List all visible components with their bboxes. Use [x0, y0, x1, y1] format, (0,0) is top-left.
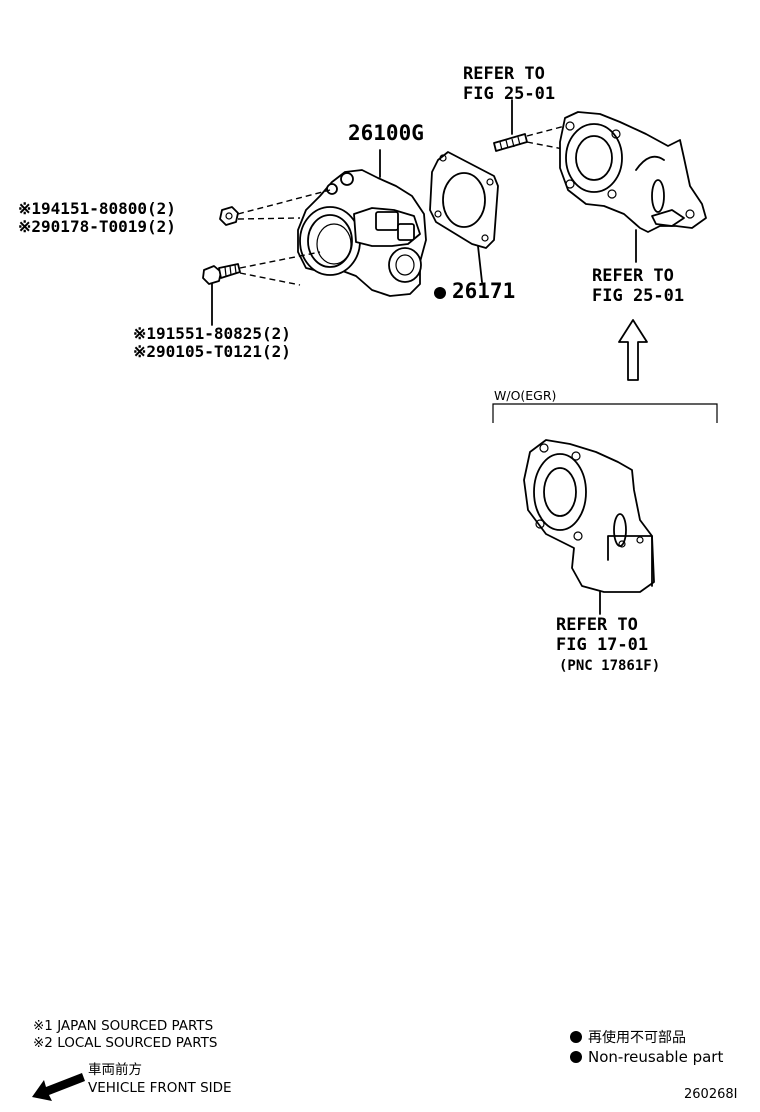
part-number-bolt-japan: ※191551-80825(2)	[133, 324, 291, 343]
variant-label: W/O(EGR)	[494, 388, 557, 403]
part-number-gasket: 26171	[434, 279, 516, 303]
legend-nonreusable-en-text: Non-reusable part	[588, 1048, 724, 1066]
legend-local-sourced: ※2 LOCAL SOURCED PARTS	[33, 1035, 218, 1051]
legend-front-jp: 車両前方	[88, 1062, 142, 1078]
ref-intake-lower-line2: FIG 17-01	[556, 635, 649, 655]
legend-dot-icon	[570, 1051, 582, 1063]
ref-intake-upper-line1: REFER TO	[592, 266, 674, 286]
part-number-nut-japan: ※194151-80800(2)	[18, 199, 176, 218]
legend-nonreusable-jp-text: 再使用不可部品	[588, 1030, 686, 1046]
legend-japan-sourced: ※1 JAPAN SOURCED PARTS	[33, 1018, 214, 1034]
legend-nonreusable-en: Non-reusable part	[570, 1049, 723, 1066]
ref-stud-line1: REFER TO	[463, 64, 545, 84]
part-number-nut-local: ※290178-T0019(2)	[18, 217, 176, 236]
figure-id: 260268I	[684, 1087, 738, 1102]
legend-dot-icon	[570, 1031, 582, 1043]
gasket-drawing	[429, 151, 499, 283]
stud-drawing	[493, 99, 569, 152]
gasket-number-text: 26171	[452, 279, 516, 303]
part-number-throttle-body: 26100G	[348, 121, 424, 145]
legend-nonreusable-jp: 再使用不可部品	[570, 1030, 686, 1047]
vehicle-front-arrow	[32, 1073, 85, 1101]
up-arrow	[618, 319, 648, 381]
bolt-drawing	[202, 251, 321, 326]
nut-drawing	[219, 189, 331, 226]
variant-bracket	[492, 403, 718, 423]
ref-intake-lower-line1: REFER TO	[556, 615, 638, 635]
intake-upper-drawing	[559, 111, 707, 263]
ref-intake-lower-line3: (PNC 17861F)	[559, 658, 661, 674]
legend-front-en: VEHICLE FRONT SIDE	[88, 1080, 232, 1096]
throttle-body-drawing	[297, 149, 427, 297]
intake-lower-drawing	[523, 439, 655, 615]
non-reusable-dot-icon	[434, 287, 446, 299]
ref-stud-line2: FIG 25-01	[463, 84, 556, 104]
part-number-bolt-local: ※290105-T0121(2)	[133, 342, 291, 361]
ref-intake-upper-line2: FIG 25-01	[592, 286, 685, 306]
